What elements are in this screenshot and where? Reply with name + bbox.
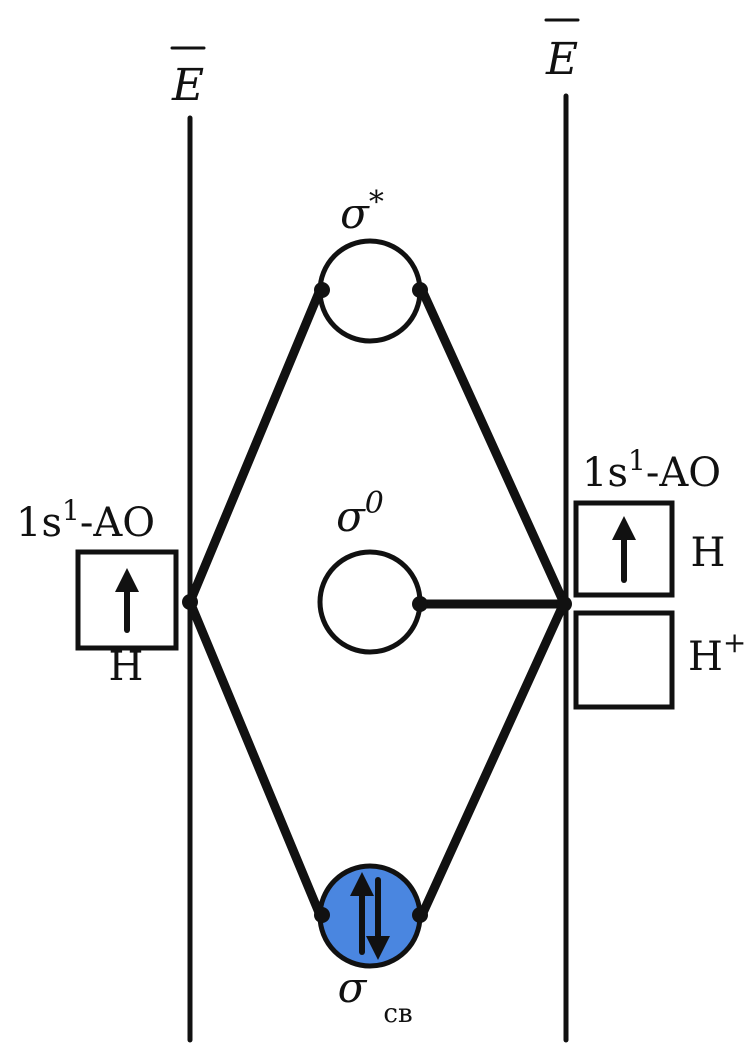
nonbonding-orbital: σ0 [317, 486, 423, 655]
right-ao-label: 1s1-AO [582, 444, 721, 496]
bonding-orbital-circle [317, 863, 423, 969]
bonding-subscript: св [383, 999, 412, 1029]
right-energy-axis: E [544, 18, 580, 1043]
left-energy-axis: E [170, 46, 206, 1043]
bonding-symbol: σ [338, 963, 368, 1012]
right-atom: 1s1-AO H H+ [573, 444, 746, 710]
antibonding-orbital: σ* [317, 185, 423, 344]
right-energy-label: E [545, 34, 578, 85]
antibonding-orbital-circle [317, 238, 423, 344]
bonding-orbital: σ св [317, 863, 423, 1029]
right-ion-label: H+ [688, 626, 746, 680]
right-ion-box [573, 610, 675, 710]
left-ao-label: 1s1-AO [16, 494, 155, 546]
left-atom-label: H [109, 644, 144, 690]
right-to-bonding-line [417, 598, 569, 920]
correlation-lines [185, 285, 569, 920]
antibonding-symbol: σ* [340, 185, 384, 238]
left-energy-label: E [171, 60, 204, 111]
nonbonding-orbital-circle [317, 549, 423, 655]
left-to-antibonding-line [185, 285, 325, 607]
right-to-antibonding-line [417, 285, 569, 608]
right-atom-label: H [691, 530, 726, 576]
junction-dots [182, 282, 572, 923]
left-atom: 1s1-AO H [16, 494, 179, 690]
left-to-bonding-line [185, 597, 325, 920]
nonbonding-symbol: σ0 [336, 486, 384, 541]
